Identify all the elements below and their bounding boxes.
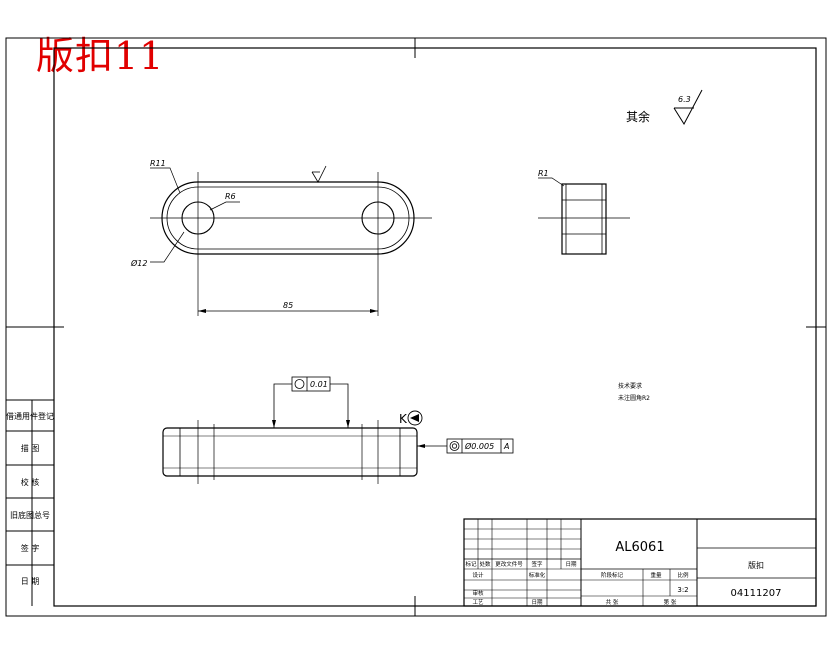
surface-finish-label: 其余 [626,109,650,124]
craft-label: 工艺 [472,599,484,606]
datum-k-label: K [399,412,408,426]
part-name: 版扣 [748,560,764,570]
title-block-text: AL6061 版扣 04111207 标记 处数 更改文件号 签字 日期 设计 … [465,540,781,606]
dim-r1: R1 [538,169,549,178]
end-view [538,177,630,255]
left-strip-label-4: 签 字 [21,543,40,553]
sheets-total: 共 张 [606,598,619,606]
title-block [463,518,817,607]
front-view [162,383,447,484]
surface-finish-value: 6.3 [678,95,691,104]
standardize-label: 标准化 [529,571,546,579]
dim-r11: R11 [150,159,166,168]
datum-k-symbol: K [399,410,423,426]
centering-marks [6,38,826,616]
checker-label: 审核 [472,589,484,597]
material-label: AL6061 [615,540,664,555]
drawing-big-title: 版扣11 [36,34,165,78]
coaxiality-value: Ø0.005 [464,441,494,451]
notes-line-2: 未注圆角R2 [618,394,650,402]
left-strip-label-2: 校 核 [21,477,40,487]
rev-header-mark: 标记 [465,560,477,568]
left-strip-label-3: 旧底图总号 [10,510,50,520]
dim-dia12: Ø12 [130,258,147,268]
roundness-tolerance-frame: 0.01 [291,376,331,392]
scale-label: 比例 [677,571,689,579]
coaxiality-tolerance-frame: Ø0.005 A [446,438,514,454]
roundness-value: 0.01 [310,380,328,389]
stage-mark-label: 阶段标记 [601,571,624,579]
designer-label: 设计 [472,571,484,579]
rev-header-count: 处数 [479,560,491,568]
weight-label: 重量 [650,571,662,579]
date-label: 日期 [531,599,543,606]
left-strip-label-0: 借通用件登记 [6,411,54,421]
scale-value: 3:2 [677,586,688,594]
sheet-number: 第 张 [664,598,677,606]
coaxiality-datum: A [503,442,509,451]
dim-len85: 85 [283,301,293,310]
left-strip-label-1: 描 图 [21,443,40,453]
left-strip: 借通用件登记 描 图 校 核 旧底图总号 签 字 日 期 [6,326,54,606]
left-strip-label-5: 日 期 [21,577,40,586]
top-view [150,165,432,316]
coaxiality-icon [449,441,460,451]
inner-border [53,47,817,607]
rev-header-sign: 签字 [531,560,543,568]
surface-finish-symbol: 其余 6.3 [626,89,703,126]
dim-r6: R6 [225,192,236,201]
roundness-icon [294,379,305,389]
rev-header-doc: 更改文件号 [495,560,523,568]
rev-header-date: 日期 [565,561,577,568]
outer-frame [5,37,827,617]
notes-line-1: 技术要求 [618,382,642,390]
drawing-number: 04111207 [731,588,782,599]
